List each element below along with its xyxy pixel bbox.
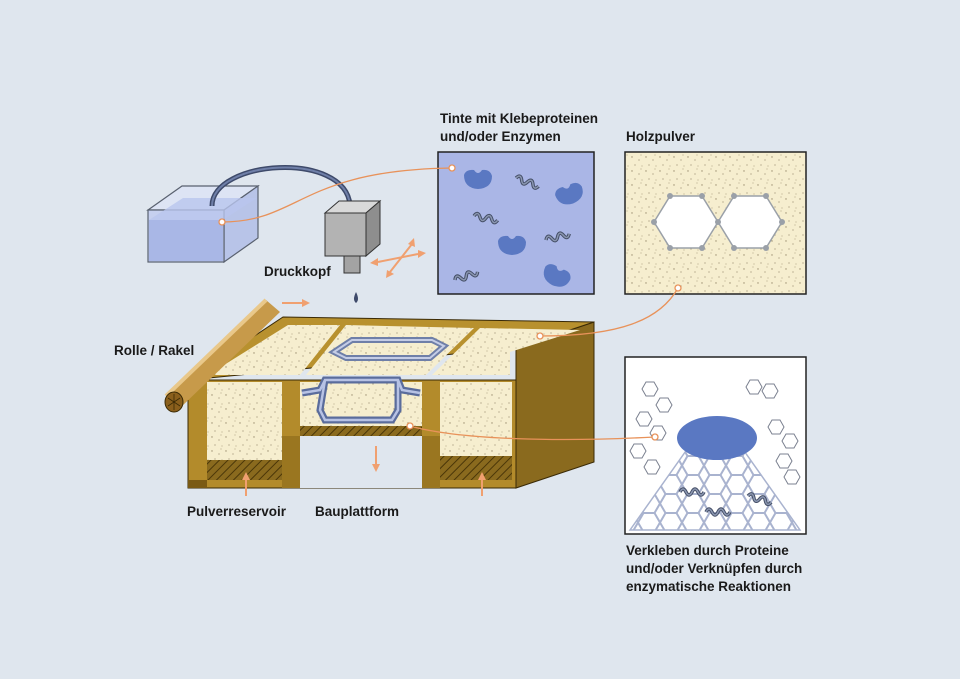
wood-powder-label: Holzpulver: [626, 129, 696, 144]
bonding-panel: [624, 356, 807, 535]
bonding-label-line3: enzymatische Reaktionen: [626, 579, 792, 594]
wood-powder-panel: [624, 151, 807, 295]
print-head-label: Druckkopf: [264, 264, 331, 279]
ink-panel: [437, 151, 595, 295]
build-platform-label: Bauplattform: [315, 504, 399, 519]
roller: [164, 298, 280, 413]
printed-part: [301, 337, 450, 424]
bonding-label-line2: und/oder Verknüpfen durch: [626, 561, 803, 576]
leader-lines: [221, 167, 679, 441]
roller-label: Rolle / Rakel: [114, 343, 195, 358]
bonding-label-line1: Verkleben durch Proteine: [626, 543, 789, 558]
ink-label-line1: Tinte mit Klebeproteinen: [440, 111, 599, 126]
movement-arrows: [370, 238, 426, 278]
powder-reservoir-label: Pulverreservoir: [187, 504, 287, 519]
print-head: [323, 199, 382, 303]
ink-tank: [146, 184, 260, 264]
build-box: [187, 316, 595, 489]
process-arrows: [242, 299, 486, 496]
ink-label-line2: und/oder Enzymen: [440, 129, 561, 144]
